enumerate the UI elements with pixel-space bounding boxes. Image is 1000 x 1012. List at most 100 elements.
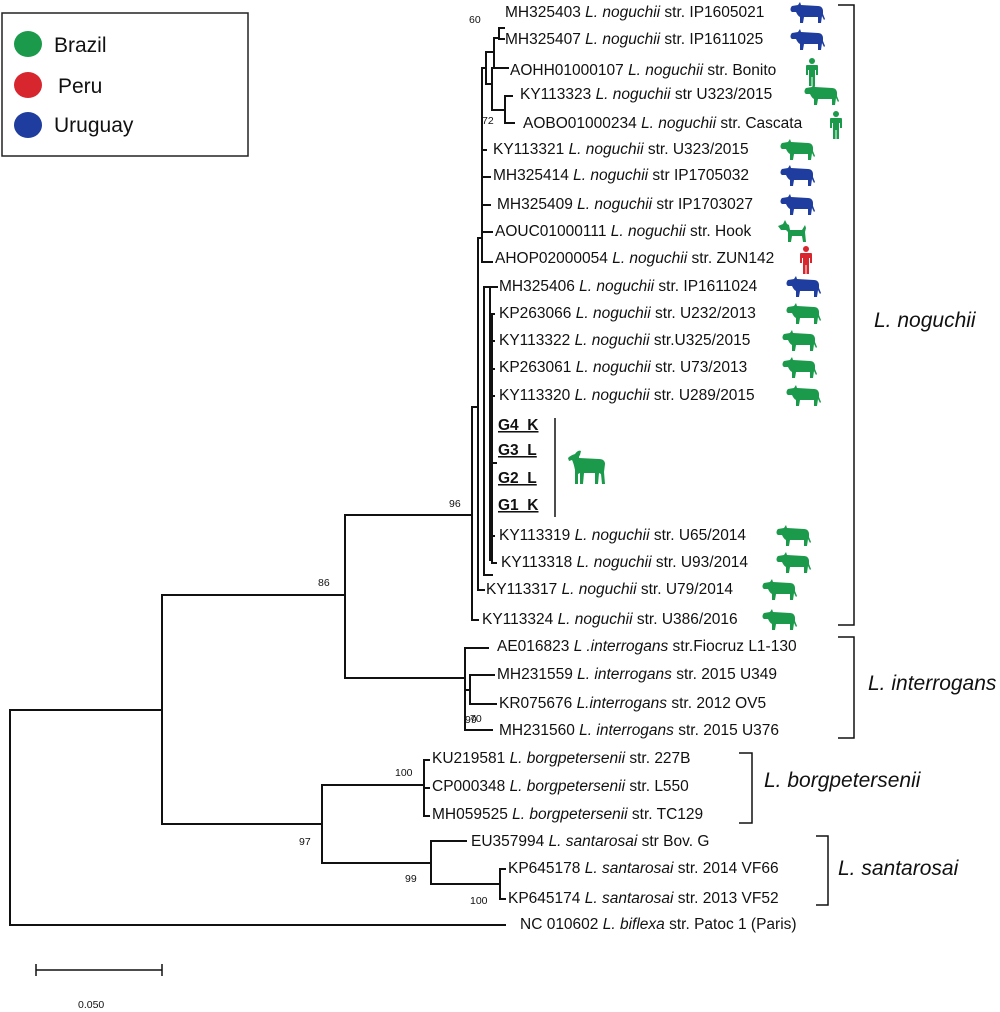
leaf-strain: str.U325/2015: [650, 332, 751, 349]
legend-dot-uruguay: [14, 112, 42, 138]
leaf-label: AOHH01000107 L. noguchii str. Bonito: [510, 62, 776, 79]
leaf-species: L. noguchii: [585, 31, 661, 48]
leaf-species: L. noguchii: [576, 305, 652, 322]
leaf-accession: KP263061: [499, 359, 576, 376]
cow-icon: [776, 525, 811, 546]
bootstrap-value: 96: [449, 498, 461, 510]
leaf-accession: KY113323: [520, 86, 596, 103]
leaf-strain: str.Fiocruz L1-130: [668, 638, 797, 655]
leaf-species: L. santarosai: [585, 890, 674, 907]
bootstrap-values: 60 72 96 86 99 70 100 97 99 100: [299, 14, 494, 907]
leaf-strain: str. 2015 U376: [674, 722, 779, 739]
legend-item-uruguay: Uruguay: [14, 112, 134, 138]
leaf-strain: str. IP1605021: [660, 4, 764, 21]
leaf-strain: str U323/2015: [671, 86, 773, 103]
bootstrap-value: 100: [470, 895, 488, 907]
goat-icon: [568, 450, 605, 484]
leaf-strain: str. U386/2016: [633, 611, 738, 628]
legend-label-peru: Peru: [58, 75, 102, 98]
leaf-accession: KY113324: [482, 611, 558, 628]
cow-icon: [786, 385, 821, 406]
leaf-strain: str. Hook: [686, 223, 752, 240]
study-isolates: G4_K G3_L G2_L G1_K: [498, 417, 605, 517]
bracket-santarosai: [816, 835, 829, 906]
leaf-label: MH231559 L. interrogans str. 2015 U349: [497, 666, 777, 683]
bracket-noguchii: [838, 4, 855, 626]
leaf-label: MH325407 L. noguchii str. IP1611025: [505, 31, 763, 48]
leaf-strain: str. U65/2014: [650, 527, 747, 544]
leaf-strain: str IP1705032: [648, 167, 749, 184]
leaf-species: L. interrogans: [577, 666, 672, 683]
leaf-accession: AOBO01000234: [523, 115, 641, 132]
leaf-label: MH325403 L. noguchii str. IP1605021: [505, 4, 764, 21]
legend-item-brazil: Brazil: [14, 31, 107, 57]
leaf-strain: str IP1703027: [652, 196, 753, 213]
leaf-label: KP645178 L. santarosai str. 2014 VF66: [508, 860, 779, 877]
leaf-label: KY113321 L. noguchii str. U323/2015: [493, 141, 749, 158]
bootstrap-value: 97: [299, 836, 311, 848]
leaf-strain: str. U73/2013: [651, 359, 748, 376]
cow-icon: [786, 276, 821, 297]
leaf-label: MH325414 L. noguchii str IP1705032: [493, 167, 749, 184]
leaf-label: CP000348 L. borgpetersenii str. L550: [432, 778, 689, 795]
leaf-accession: KP645178: [508, 860, 585, 877]
leaf-strain: str. 2015 U349: [672, 666, 777, 683]
leaf-strain: str. Bonito: [703, 62, 776, 79]
leaf-species: L. noguchii: [575, 387, 651, 404]
leaf-strain: str. IP1611025: [660, 31, 763, 48]
clade-label-noguchii: L. noguchii: [874, 309, 977, 332]
leaf-label: AHOP02000054 L. noguchii str. ZUN142: [495, 250, 774, 267]
bootstrap-value: 100: [395, 767, 413, 779]
bootstrap-value: 99: [465, 714, 477, 726]
leaf-strain: str. 2013 VF52: [673, 890, 778, 907]
leaf-label: KU219581 L. borgpetersenii str. 227B: [432, 750, 691, 767]
leaf-label: KP263061 L. noguchii str. U73/2013: [499, 359, 747, 376]
isolate-label: G4_K: [498, 417, 539, 434]
leaf-strain: str. L550: [625, 778, 689, 795]
scale-bar-label: 0.050: [78, 999, 104, 1011]
bootstrap-value: 60: [469, 14, 481, 26]
leaf-species: L. noguchii: [577, 554, 653, 571]
leaf-label: KY113320 L. noguchii str. U289/2015: [499, 387, 755, 404]
leaf-label: AOBO01000234 L. noguchii str. Cascata: [523, 115, 803, 132]
leaf-species: L. noguchii: [596, 86, 672, 103]
leaf-species: L. noguchii: [573, 167, 649, 184]
cow-icon: [776, 552, 811, 573]
leaf-strain: str. Patoc 1 (Paris): [665, 916, 797, 933]
leaf-label: KY113323 L. noguchii str U323/2015: [520, 86, 772, 103]
bootstrap-value: 86: [318, 577, 330, 589]
leaf-strain: str. 227B: [625, 750, 690, 767]
leaf-label: KY113324 L. noguchii str. U386/2016: [482, 611, 738, 628]
leaf-accession: AHOP02000054: [495, 250, 612, 267]
leaf-label: MH059525 L. borgpetersenii str. TC129: [432, 806, 703, 823]
cow-icon: [782, 357, 817, 378]
legend-dot-brazil: [14, 31, 42, 57]
leaf-accession: KP263066: [499, 305, 576, 322]
cow-icon: [790, 2, 825, 23]
legend-box: [1, 12, 249, 157]
cow-icon: [786, 303, 821, 324]
leaf-accession: MH059525: [432, 806, 512, 823]
leaf-strain: str. TC129: [628, 806, 704, 823]
leaf-accession: KY113321: [493, 141, 569, 158]
leaf-species: L. santarosai: [549, 833, 638, 850]
leaf-label: KP645174 L. santarosai str. 2013 VF52: [508, 890, 779, 907]
human-icon: [806, 58, 818, 86]
clade-brackets: [739, 4, 855, 906]
leaf-strain: str. U79/2014: [637, 581, 734, 598]
tree-branches: [9, 27, 515, 926]
bootstrap-value: 72: [482, 115, 494, 127]
leaf-species: L.interrogans: [577, 695, 668, 712]
cow-icon: [780, 165, 815, 186]
leaf-strain: str. U93/2014: [652, 554, 749, 571]
leaf-strain: str. 2014 VF66: [673, 860, 778, 877]
leaf-accession: MH325414: [493, 167, 573, 184]
leaf-labels: MH325403 L. noguchii str. IP1605021MH325…: [432, 2, 842, 933]
leaf-label: KR075676 L.interrogans str. 2012 OV5: [499, 695, 766, 712]
leaf-species: L. noguchii: [641, 115, 717, 132]
leaf-accession: AOUC01000111: [495, 223, 611, 240]
scale-bar-line: [35, 964, 163, 976]
leaf-label: MH231560 L. interrogans str. 2015 U376: [499, 722, 779, 739]
isolate-label: G3_L: [498, 442, 537, 459]
leaf-accession: KU219581: [432, 750, 510, 767]
